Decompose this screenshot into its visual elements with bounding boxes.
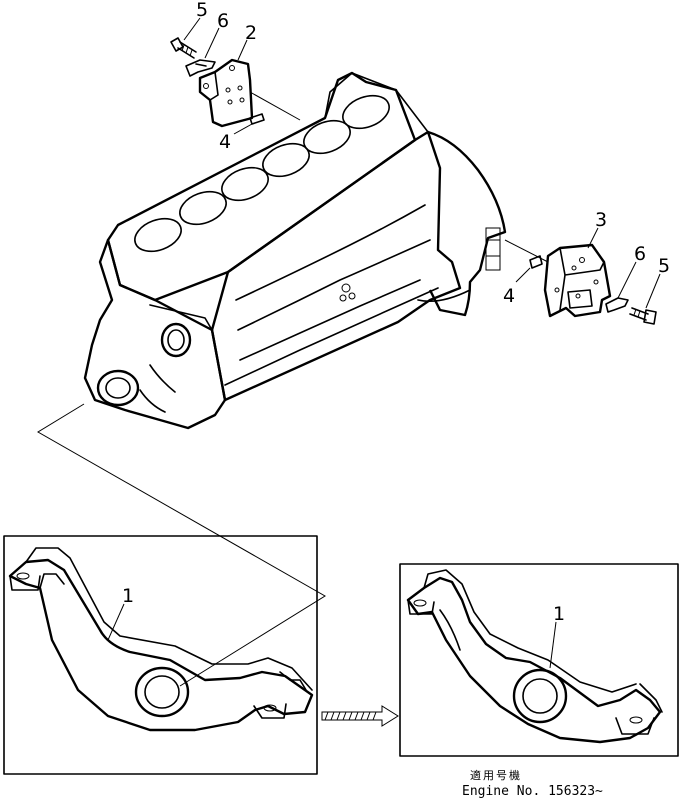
callout-engine-mount-bracket: 1 — [122, 585, 134, 607]
bracket-new-right-pad — [615, 717, 655, 735]
rear-bracket-assembly — [504, 227, 661, 325]
cylinder-bore-6 — [342, 94, 390, 130]
accessory-drive-boss — [160, 322, 192, 358]
leader-lock-plate-rear — [617, 261, 637, 299]
bracket-new-bore-inner — [522, 678, 558, 714]
leader-lock-plate-front — [204, 27, 220, 59]
crankshaft-pulley-inner — [105, 377, 131, 399]
callout-dowel-pin-rear: 4 — [503, 285, 515, 307]
cylinder-bore-4 — [262, 142, 310, 178]
bracket-new-left-pad — [407, 599, 435, 615]
side-boss-3 — [339, 294, 347, 302]
assembly-guide-lines — [37, 403, 326, 687]
rear-bracket-alignment — [504, 239, 549, 263]
callout-bolt-front: 5 — [196, 0, 208, 21]
detail-box-new-frame — [399, 563, 679, 757]
dowel-pin-front — [249, 113, 265, 125]
front-cover-ribs — [139, 364, 176, 413]
callout-lock-plate-rear: 6 — [634, 243, 646, 265]
timing-gear-housing — [83, 238, 227, 430]
engine-block-skirt — [224, 287, 439, 386]
side-boss-2 — [348, 292, 356, 300]
engine-mount-bracket-old — [8, 558, 314, 732]
callout-bolt-rear: 5 — [658, 255, 670, 277]
bracket-old-bore-inner — [144, 675, 180, 709]
detail-box-new — [399, 563, 679, 757]
flywheel-housing — [427, 130, 507, 317]
side-boss-1 — [341, 283, 351, 293]
cylinder-bore-5 — [303, 119, 351, 155]
accessory-drive-inner — [167, 329, 185, 351]
oil-pan-edge — [417, 289, 471, 303]
callout-lock-plate-front: 6 — [217, 10, 229, 32]
supersession-arrow — [321, 705, 399, 727]
front-bracket-alignment — [249, 91, 301, 121]
engine-block-side — [210, 130, 462, 402]
bracket-old-bore-outer — [134, 666, 190, 718]
cylinder-bore-3 — [221, 166, 269, 202]
leader-bolt-front — [183, 17, 201, 41]
cylinder-bore-2 — [179, 190, 227, 226]
engine-block-side-rib-3 — [239, 279, 421, 361]
leader-bracket-front — [237, 39, 248, 61]
crankshaft-pulley-boss — [96, 369, 140, 407]
front-plate-edge — [149, 304, 213, 331]
detail-box-old — [3, 535, 318, 775]
cylinder-bore-1 — [134, 217, 182, 253]
serial-note-heading: 適用号機 — [470, 768, 522, 782]
callout-dowel-pin-front: 4 — [219, 131, 231, 153]
callout-rear-bracket: 3 — [595, 209, 607, 231]
cylinder-bores — [134, 94, 390, 253]
engine-mount-bracket-new — [406, 576, 662, 744]
callout-front-bracket: 2 — [245, 22, 257, 44]
lock-plate-front — [185, 59, 216, 77]
engine-block-top-deck — [106, 71, 417, 302]
engine-block — [83, 71, 507, 430]
rear-bracket — [543, 243, 612, 318]
bracket-old-right-pad — [253, 703, 287, 719]
lock-plate-rear — [605, 297, 629, 313]
serial-note-text: Engine No. 156323~ — [462, 784, 603, 799]
leader-dowel-front — [233, 123, 253, 135]
leader-bracket-new — [549, 621, 557, 669]
leader-bracket-old — [107, 603, 125, 641]
engine-block-side-rib-1 — [235, 204, 426, 301]
engine-block-side-rib-2 — [237, 239, 431, 331]
bracket-old-left-pad — [9, 575, 41, 591]
bracket-new-bore-outer — [512, 668, 568, 724]
dowel-pin-rear — [529, 255, 543, 269]
leader-bolt-rear — [645, 273, 661, 309]
rear-mount-pad — [485, 227, 501, 271]
callout-engine-mount-bracket-new: 1 — [553, 603, 565, 625]
leader-dowel-rear — [515, 267, 531, 283]
front-bracket-assembly — [170, 17, 301, 135]
bolt-rear — [629, 307, 657, 325]
detail-box-old-frame — [3, 535, 318, 775]
leader-bracket-rear — [587, 227, 599, 249]
bolt-front — [170, 37, 197, 59]
engine-block-rear-head — [324, 72, 429, 141]
